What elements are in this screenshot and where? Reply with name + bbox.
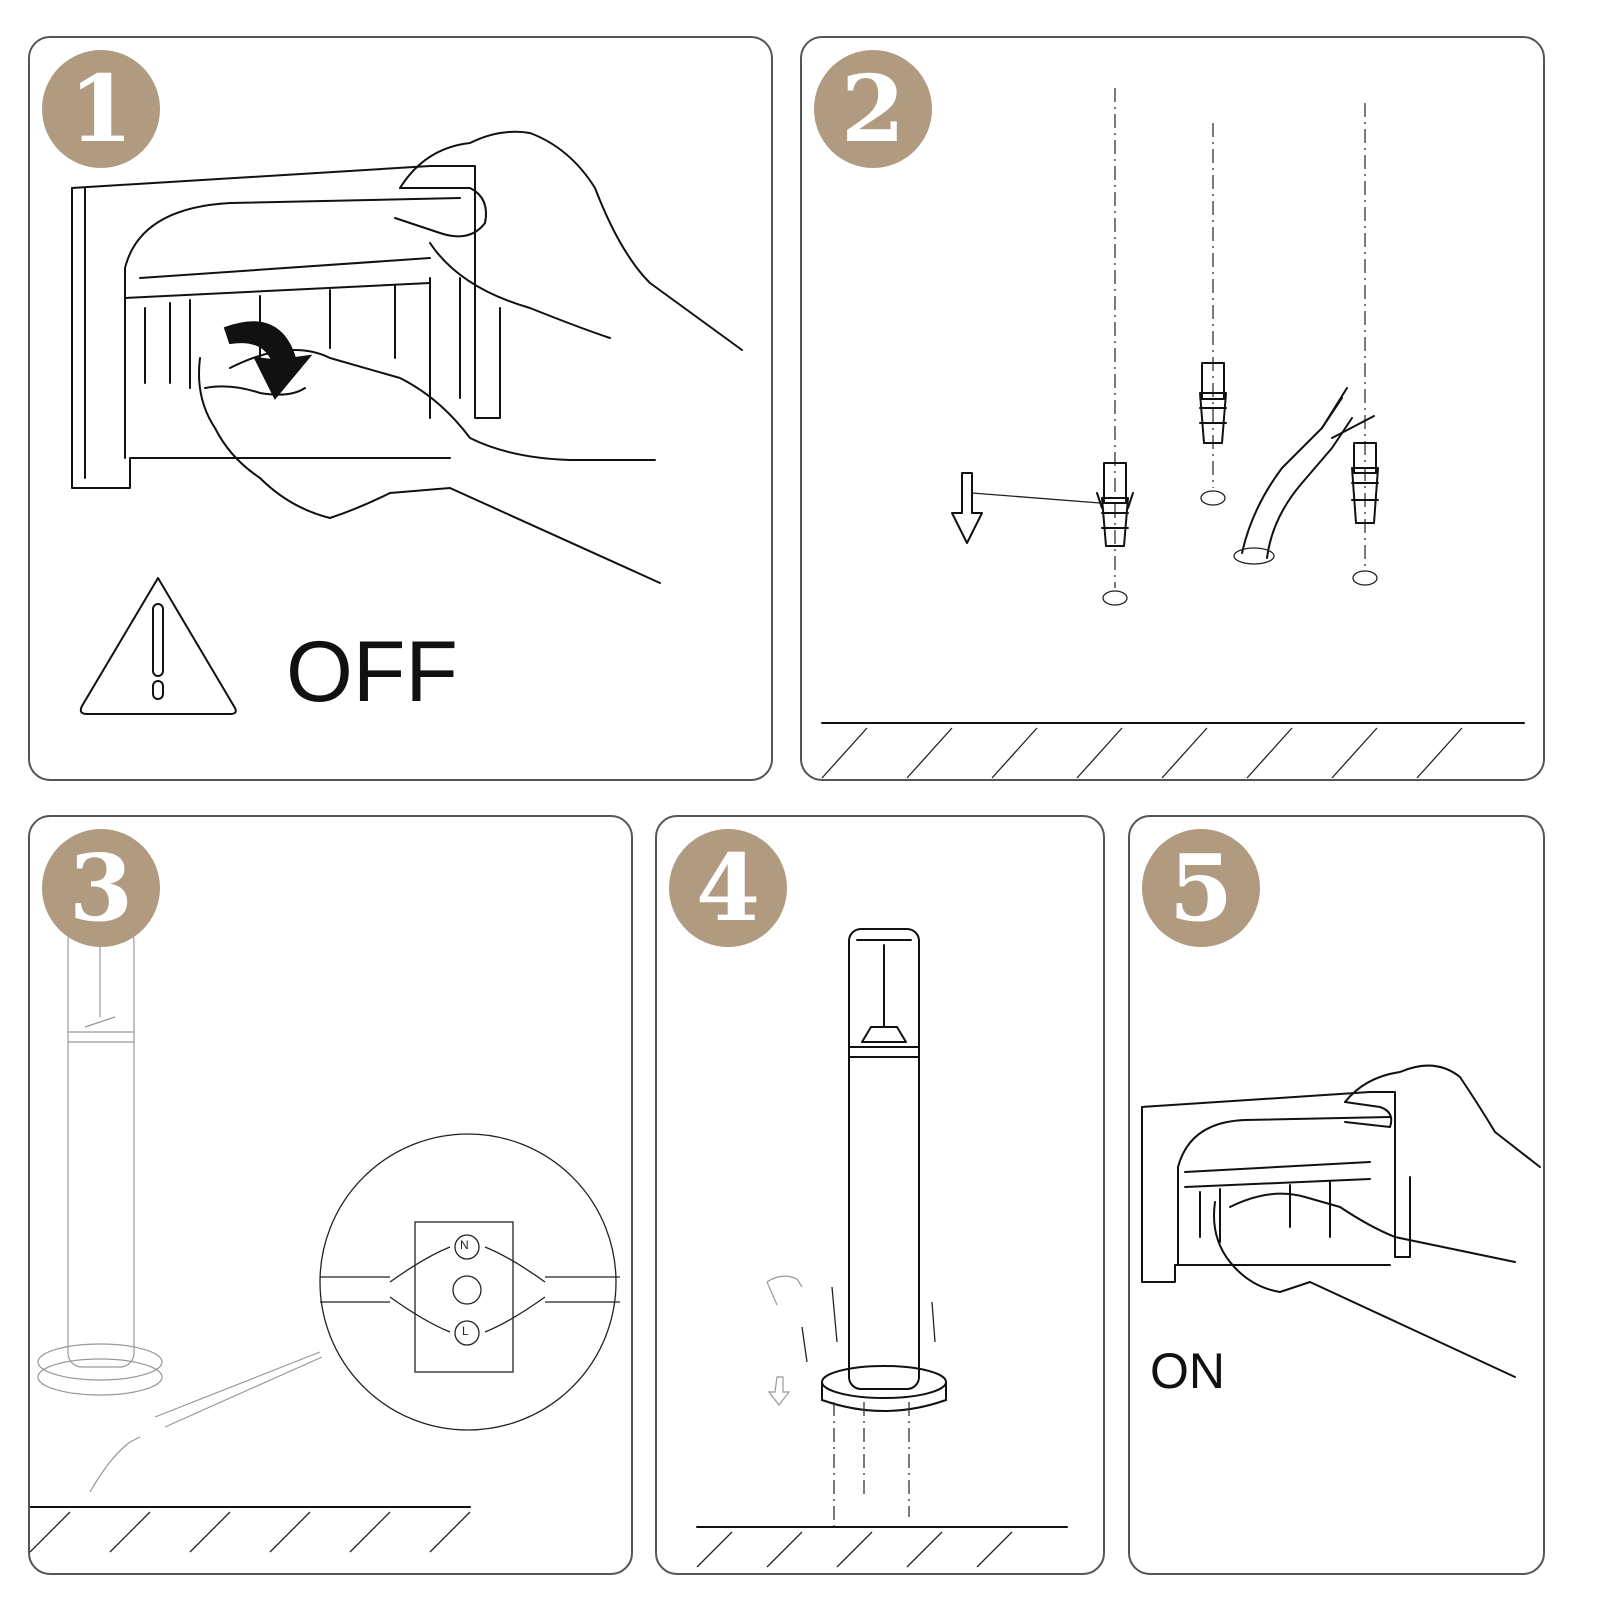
step-5-panel: 5 ON <box>1128 815 1545 1575</box>
step-2-panel: 2 <box>800 36 1545 781</box>
breaker-on-illustration <box>1141 1064 1541 1378</box>
bollard-lamp-drawing <box>821 928 947 1412</box>
off-label: OFF <box>286 624 458 720</box>
wall-anchor-right <box>1351 442 1379 524</box>
step-4-badge: 4 <box>669 829 787 947</box>
cable-drawing <box>1233 387 1375 565</box>
wall-anchor-left <box>1096 462 1134 547</box>
rotate-down-arrow-icon <box>223 321 313 400</box>
terminal-l-label: L <box>462 1324 469 1338</box>
step-3-panel: 3 N L <box>28 815 633 1575</box>
ground-hatch <box>696 1526 1068 1568</box>
bollard-lamp-faint <box>37 926 163 1396</box>
on-label: ON <box>1150 1343 1225 1399</box>
step-3-badge: 3 <box>42 829 160 947</box>
anchor-install-illustration <box>821 88 1525 779</box>
wiring-magnifier <box>319 1133 620 1431</box>
wall-anchor-middle <box>1199 362 1227 444</box>
upper-hand-drawing <box>394 130 743 351</box>
lower-hand-drawing <box>1213 1192 1516 1378</box>
warning-icon <box>79 577 237 715</box>
upper-hand-drawing <box>1344 1064 1541 1168</box>
step-1-panel: 1 <box>28 36 773 781</box>
step-4-panel: 4 <box>655 815 1105 1575</box>
breaker-box-drawing <box>1141 1091 1411 1283</box>
step-5-badge: 5 <box>1142 829 1260 947</box>
step-1-badge: 1 <box>42 50 160 168</box>
terminal-n-label: N <box>460 1238 469 1252</box>
mounting-illustration <box>696 928 1068 1568</box>
wiring-illustration <box>30 926 620 1553</box>
ground-hatch <box>821 722 1525 779</box>
breaker-off-illustration <box>71 130 743 715</box>
ground-hatch <box>30 1506 471 1553</box>
step-2-badge: 2 <box>814 50 932 168</box>
breaker-box-drawing <box>71 165 501 489</box>
